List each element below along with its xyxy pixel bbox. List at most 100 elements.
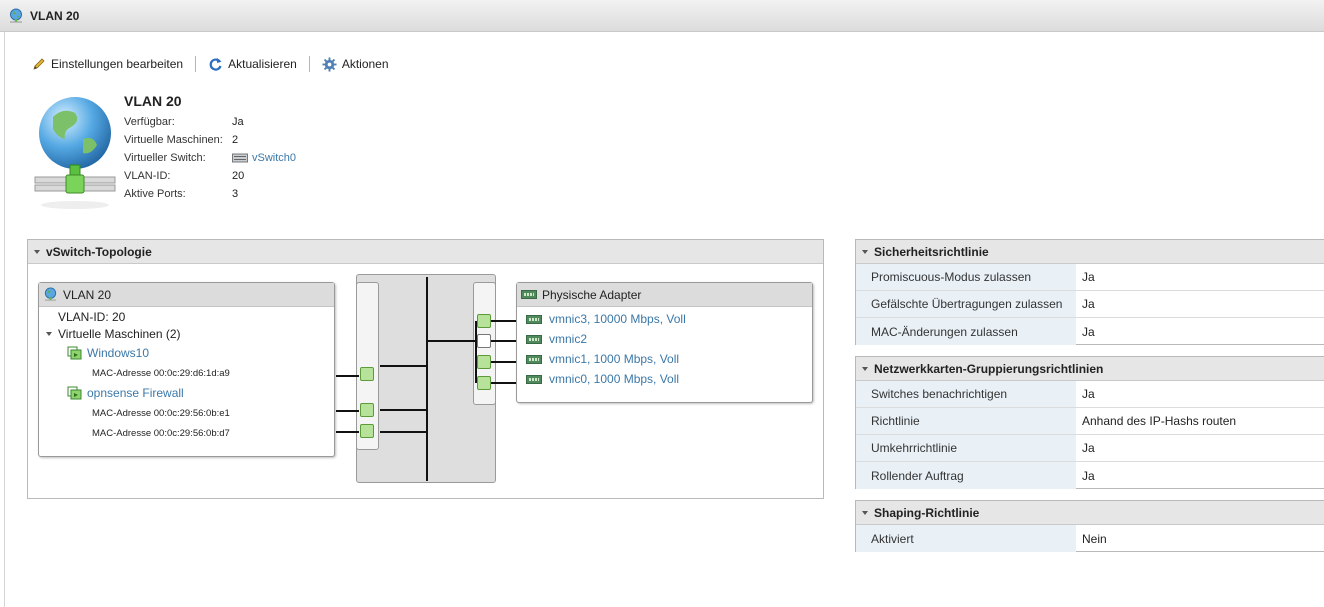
adapter-label[interactable]: vmnic0, 1000 Mbps, Voll	[549, 372, 680, 386]
network-globe-icon	[34, 97, 116, 209]
vm-mac-address: MAC-Adresse 00:0c:29:56:0b:e1	[92, 408, 230, 419]
uplink-port[interactable]	[477, 376, 491, 390]
security-policy-title: Sicherheitsrichtlinie	[874, 244, 989, 259]
policy-key: MAC-Änderungen zulassen	[856, 318, 1076, 345]
topology-header[interactable]: vSwitch-Topologie	[28, 240, 823, 264]
policy-value: Anhand des IP-Hashs routen	[1082, 414, 1237, 428]
policy-row: Richtlinie Anhand des IP-Hashs routen	[856, 408, 1324, 435]
nic-teaming-title: Netzwerkkarten-Gruppierungsrichtlinien	[874, 361, 1104, 376]
summary-value: Ja	[232, 116, 244, 128]
summary-value: 20	[232, 170, 245, 182]
vswitch-port[interactable]	[360, 424, 374, 438]
policy-value: Ja	[1082, 468, 1095, 483]
uplink-port[interactable]	[477, 314, 491, 328]
physical-adapters-box: Physische Adapter vmnic3, 10000 Mbps, Vo…	[516, 282, 813, 403]
policy-value: Ja	[1082, 387, 1095, 401]
refresh-button[interactable]: Aktualisieren	[208, 57, 297, 72]
vm-list-toggle[interactable]: Virtuelle Maschinen (2)	[46, 327, 181, 341]
vm-item-opnsense[interactable]: opnsense Firewall	[67, 386, 184, 400]
vm-name-link[interactable]: Windows10	[87, 346, 150, 360]
policy-key: Aktiviert	[856, 525, 1076, 552]
nic-icon	[526, 314, 542, 324]
policy-row: Promiscuous-Modus zulassen Ja	[856, 264, 1324, 291]
collapse-caret-icon[interactable]	[34, 249, 40, 254]
actions-button[interactable]: Aktionen	[322, 56, 389, 72]
content-frame	[4, 32, 1324, 607]
summary-row-active-ports: Aktive Ports: 3	[124, 185, 296, 203]
summary-row-vms: Virtuelle Maschinen: 2	[124, 131, 296, 149]
topology-title: vSwitch-Topologie	[46, 244, 152, 259]
nic-icon	[526, 354, 542, 364]
policy-key: Richtlinie	[856, 408, 1076, 434]
policy-value: Ja	[1082, 324, 1095, 339]
vswitch-port[interactable]	[360, 403, 374, 417]
summary-row-vlan-id: VLAN-ID: 20	[124, 167, 296, 185]
virtual-machine-icon	[67, 386, 82, 400]
summary-panel: VLAN 20 Verfügbar: Ja Virtuelle Maschine…	[124, 93, 296, 203]
policy-row: Umkehrrichtlinie Ja	[856, 435, 1324, 462]
vm-mac-address: MAC-Adresse 00:0c:29:d6:1d:a9	[92, 368, 230, 379]
collapse-caret-icon[interactable]	[862, 366, 868, 371]
adapter-label[interactable]: vmnic3, 10000 Mbps, Voll	[549, 312, 686, 326]
vm-name-link[interactable]: opnsense Firewall	[87, 386, 184, 400]
nic-teaming-panel: Netzwerkkarten-Gruppierungsrichtlinien S…	[855, 356, 1324, 489]
collapse-caret-icon[interactable]	[46, 332, 52, 336]
adapter-vmnic3[interactable]: vmnic3, 10000 Mbps, Voll	[526, 312, 686, 326]
portgroup-header[interactable]: VLAN 20	[39, 283, 334, 307]
vm-list-label: Virtuelle Maschinen (2)	[58, 327, 181, 341]
network-globe-icon	[10, 8, 22, 23]
adapter-label[interactable]: vmnic2	[549, 332, 588, 346]
adapter-vmnic0[interactable]: vmnic0, 1000 Mbps, Voll	[526, 372, 679, 386]
policy-row: Switches benachrichtigen Ja	[856, 381, 1324, 408]
adapter-vmnic1[interactable]: vmnic1, 1000 Mbps, Voll	[526, 352, 679, 366]
vswitch-port[interactable]	[360, 367, 374, 381]
summary-key: Aktive Ports:	[124, 188, 186, 200]
summary-row-vswitch: Virtueller Switch: vSwitch0	[124, 149, 296, 167]
vm-mac-address: MAC-Adresse 00:0c:29:56:0b:d7	[92, 428, 230, 439]
nic-icon	[521, 290, 537, 299]
policy-row: Aktiviert Nein	[856, 525, 1324, 552]
summary-key: VLAN-ID:	[124, 170, 171, 182]
shaping-policy-title: Shaping-Richtlinie	[874, 505, 980, 520]
summary-value: 2	[232, 134, 239, 146]
collapse-caret-icon[interactable]	[862, 510, 868, 515]
window-title: VLAN 20	[30, 8, 80, 23]
nic-icon	[526, 374, 542, 384]
summary-title: VLAN 20	[124, 93, 182, 109]
collapse-caret-icon[interactable]	[862, 249, 868, 254]
network-globe-icon	[44, 287, 57, 302]
uplink-port[interactable]	[477, 355, 491, 369]
physical-adapters-header[interactable]: Physische Adapter	[517, 283, 812, 307]
adapter-label[interactable]: vmnic1, 1000 Mbps, Voll	[549, 352, 680, 366]
vswitch-icon	[232, 153, 248, 163]
summary-key: Verfügbar:	[124, 116, 175, 128]
policy-value: Ja	[1082, 441, 1095, 455]
summary-value-vswitch: vSwitch0	[232, 152, 296, 164]
actions-label: Aktionen	[341, 57, 389, 71]
nic-teaming-header[interactable]: Netzwerkkarten-Gruppierungsrichtlinien	[856, 357, 1324, 381]
policy-row: MAC-Änderungen zulassen Ja	[856, 318, 1324, 345]
adapter-vmnic2[interactable]: vmnic2	[526, 332, 587, 346]
policy-key: Promiscuous-Modus zulassen	[856, 264, 1076, 290]
policy-key: Rollender Auftrag	[856, 462, 1076, 489]
vswitch-link[interactable]: vSwitch0	[252, 152, 297, 164]
shaping-policy-panel: Shaping-Richtlinie Aktiviert Nein	[855, 500, 1324, 552]
uplink-port[interactable]	[477, 334, 491, 348]
vm-item-windows10[interactable]: Windows10	[67, 346, 149, 360]
summary-key: Virtueller Switch:	[124, 152, 206, 164]
gear-icon	[322, 56, 337, 72]
edit-settings-button[interactable]: Einstellungen bearbeiten	[32, 57, 183, 71]
security-policy-header[interactable]: Sicherheitsrichtlinie	[856, 240, 1324, 264]
policy-value: Nein	[1082, 531, 1107, 546]
window-titlebar: VLAN 20	[0, 0, 1324, 32]
portgroup-name: VLAN 20	[63, 287, 112, 302]
policy-value: Ja	[1082, 297, 1095, 311]
policy-value: Ja	[1082, 270, 1095, 284]
security-policy-panel: Sicherheitsrichtlinie Promiscuous-Modus …	[855, 239, 1324, 345]
toolbar: Einstellungen bearbeiten Aktualisieren A…	[32, 55, 389, 73]
shaping-policy-header[interactable]: Shaping-Richtlinie	[856, 501, 1324, 525]
nic-icon	[526, 334, 542, 344]
policy-key: Gefälschte Übertragungen zulassen	[856, 291, 1076, 317]
toolbar-separator	[195, 56, 197, 72]
summary-row-available: Verfügbar: Ja	[124, 113, 296, 131]
